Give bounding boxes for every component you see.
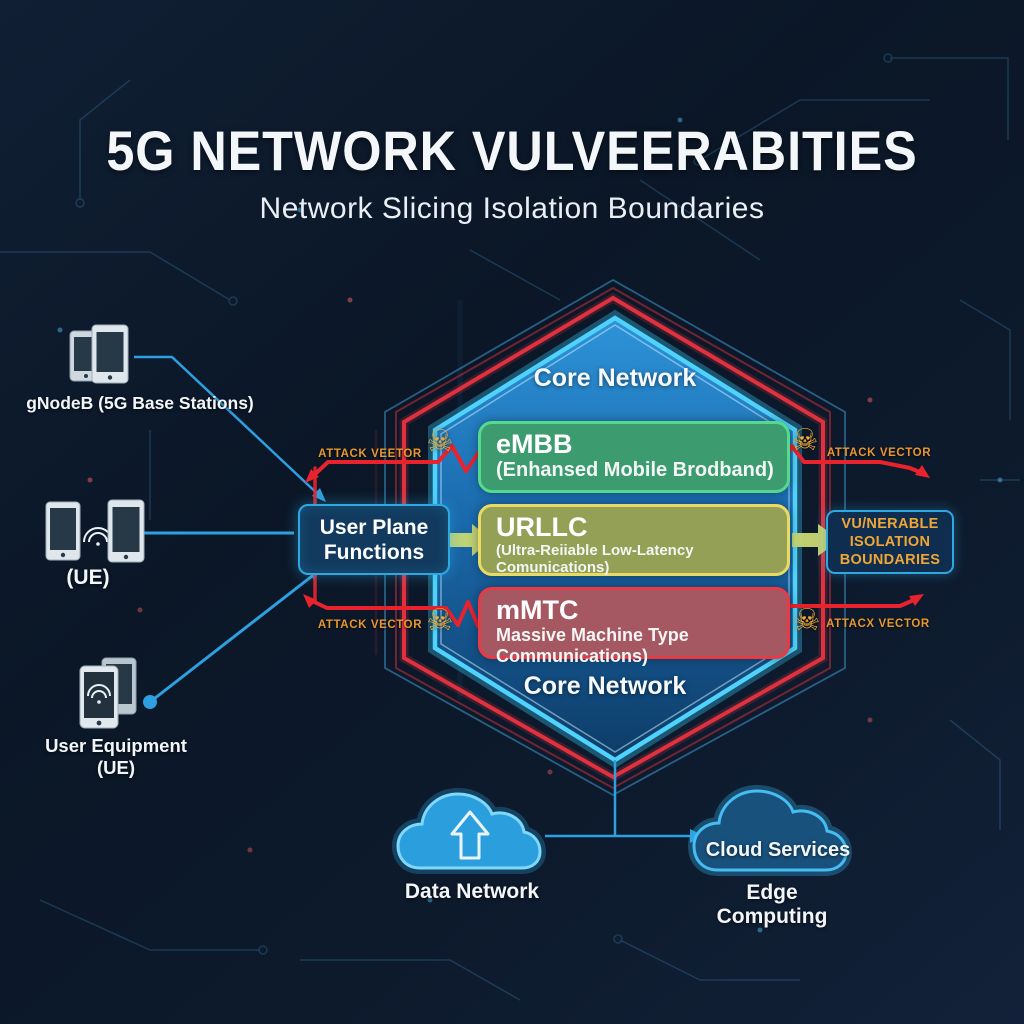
slice-embb-description: (Enhansed Mobile Brodband) bbox=[496, 459, 774, 481]
data-network-label: Data Network bbox=[404, 880, 540, 903]
core-network-bottom-label: Core Network bbox=[523, 672, 687, 700]
cloud-services-cloud bbox=[687, 784, 853, 876]
dual-phone-icon bbox=[69, 324, 129, 384]
gnodeb-label: gNodeB (5G Base Stations) bbox=[26, 393, 254, 413]
phone-wifi-pair-icon bbox=[45, 499, 145, 563]
upf-label-line1: User Plane bbox=[319, 515, 429, 539]
slice-embb-name: eMBB bbox=[496, 429, 573, 459]
page-subtitle: Network Slicing Isolation Boundaries bbox=[259, 192, 765, 225]
slice-urllc-name: URLLC bbox=[496, 512, 588, 542]
slice-mmtc-name: mMTC bbox=[496, 595, 579, 625]
phone-wifi-icon bbox=[79, 657, 137, 729]
core-network-top-label: Core Network bbox=[533, 364, 697, 392]
upf-label-line2: Functions bbox=[323, 540, 425, 564]
ue-label: (UE) bbox=[66, 566, 110, 589]
slice-embb: eMBB (Enhansed Mobile Brodband) bbox=[478, 421, 790, 493]
iso-line3: BOUNDARIES bbox=[839, 552, 941, 568]
attack-vector-label-bottom-right: ATTACX VECTOR bbox=[826, 618, 930, 630]
page-title: 5G NETWORK VULVEERABITIES bbox=[106, 119, 918, 182]
vulnerable-isolation-boundaries-box: VU/NERABLE ISOLATION BOUNDARIES bbox=[826, 510, 954, 574]
user-plane-functions-box: User Plane Functions bbox=[298, 504, 450, 575]
user-equipment-label: User Equipment (UE) bbox=[45, 735, 187, 778]
slice-mmtc-description: Massive Machine Type Communications) bbox=[496, 625, 689, 666]
iso-line2: ISOLATION bbox=[849, 534, 931, 550]
data-network-cloud bbox=[391, 787, 547, 874]
attack-vector-label-top-left: ATTACK VEETOR bbox=[318, 448, 422, 460]
slice-urllc: URLLC (Ultra-Reiiable Low-Latency Comuni… bbox=[478, 504, 790, 576]
slice-mmtc: mMTC Massive Machine Type Communications… bbox=[478, 587, 790, 666]
cloud-services-label: Cloud Services bbox=[705, 839, 851, 861]
attack-vector-label-top-right: ATTACK VECTOR bbox=[826, 447, 932, 459]
skull-icon: ☠ bbox=[426, 604, 454, 637]
skull-icon: ☠ bbox=[791, 424, 819, 457]
skull-icon: ☠ bbox=[426, 425, 454, 458]
connector-lines bbox=[134, 355, 704, 843]
attack-vector-label-bottom-left: ATTACK VECTOR bbox=[317, 619, 423, 631]
edge-computing-label: Edge Computing bbox=[716, 881, 828, 928]
iso-line1: VU/NERABLE bbox=[841, 516, 939, 532]
skull-icon: ☠ bbox=[793, 604, 821, 637]
upload-icon bbox=[450, 810, 490, 860]
slice-urllc-description: (Ultra-Reiiable Low-Latency Comunication… bbox=[496, 542, 694, 576]
